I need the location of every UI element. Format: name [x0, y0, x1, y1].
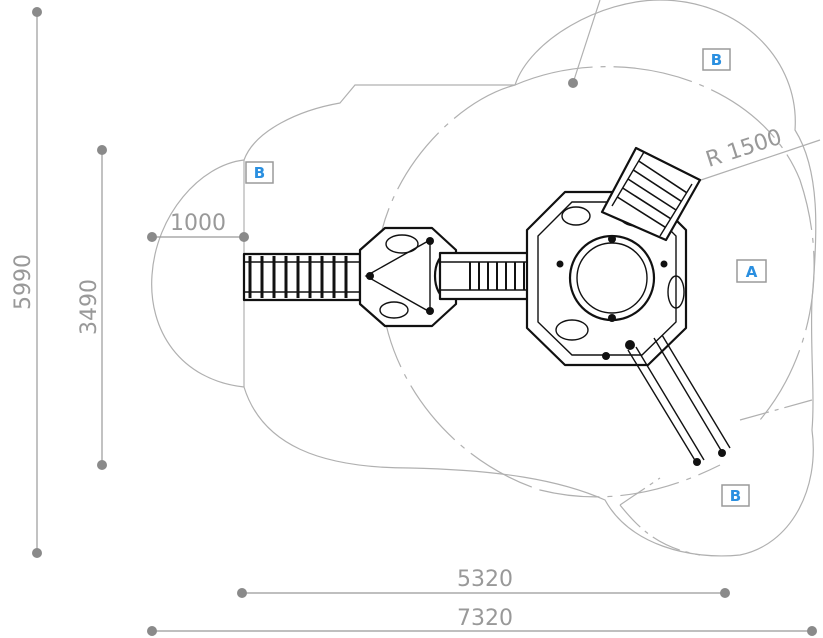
- dimension-lines: [32, 7, 817, 636]
- dim-overall-height: 5990: [11, 254, 36, 310]
- slide-rails: [627, 334, 731, 466]
- zone-label-b-left: B: [245, 161, 274, 184]
- equipment: [242, 146, 731, 466]
- rung: [638, 160, 688, 194]
- rung: [616, 196, 666, 229]
- zone-label-b-bottom: B: [721, 484, 750, 507]
- rung: [622, 187, 672, 220]
- rung: [627, 178, 677, 211]
- dim-left-offset: 1000: [170, 211, 226, 236]
- svg-text:B: B: [711, 51, 722, 69]
- dim-inner-width: 5320: [457, 567, 513, 592]
- svg-text:A: A: [746, 263, 758, 281]
- zone-label-b-top: B: [702, 48, 731, 71]
- rung: [632, 169, 682, 203]
- large-octagon-platform: [525, 190, 688, 367]
- left-climbing-ladder: [242, 252, 362, 302]
- safety-zone-outline: [151, 0, 821, 557]
- dim-overall-width: 7320: [457, 606, 513, 631]
- zone-label-a: A: [736, 259, 767, 283]
- dim-inner-height: 3490: [77, 279, 102, 335]
- svg-text:B: B: [254, 164, 265, 182]
- svg-text:B: B: [730, 487, 741, 505]
- radius-center-dot: [568, 78, 578, 88]
- top-right-ladder: [600, 146, 702, 242]
